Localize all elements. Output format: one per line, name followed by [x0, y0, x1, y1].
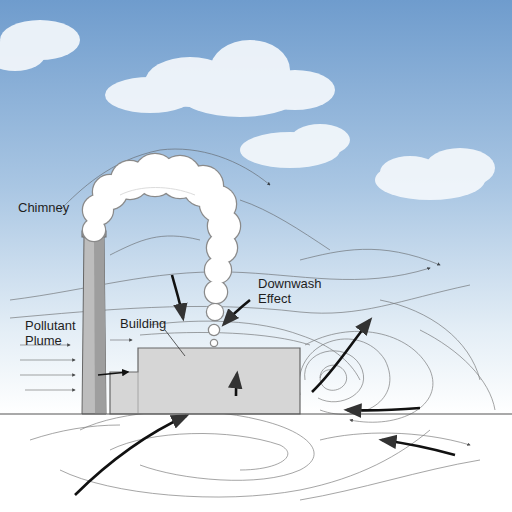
ground [0, 414, 512, 512]
sky [0, 0, 512, 414]
ground-line [0, 413, 512, 414]
downwash-label: Downwash Effect [258, 276, 322, 306]
streamlines [10, 149, 495, 500]
clouds [0, 20, 495, 200]
chimney [82, 231, 106, 414]
building-label: Building [120, 316, 180, 331]
chimney-label: Chimney [18, 200, 88, 215]
flow-arrows [75, 275, 455, 495]
pollutant-plume [83, 154, 240, 346]
leader-line [165, 330, 185, 356]
plume-label: Pollutant Plume [25, 318, 85, 348]
building [110, 348, 300, 414]
